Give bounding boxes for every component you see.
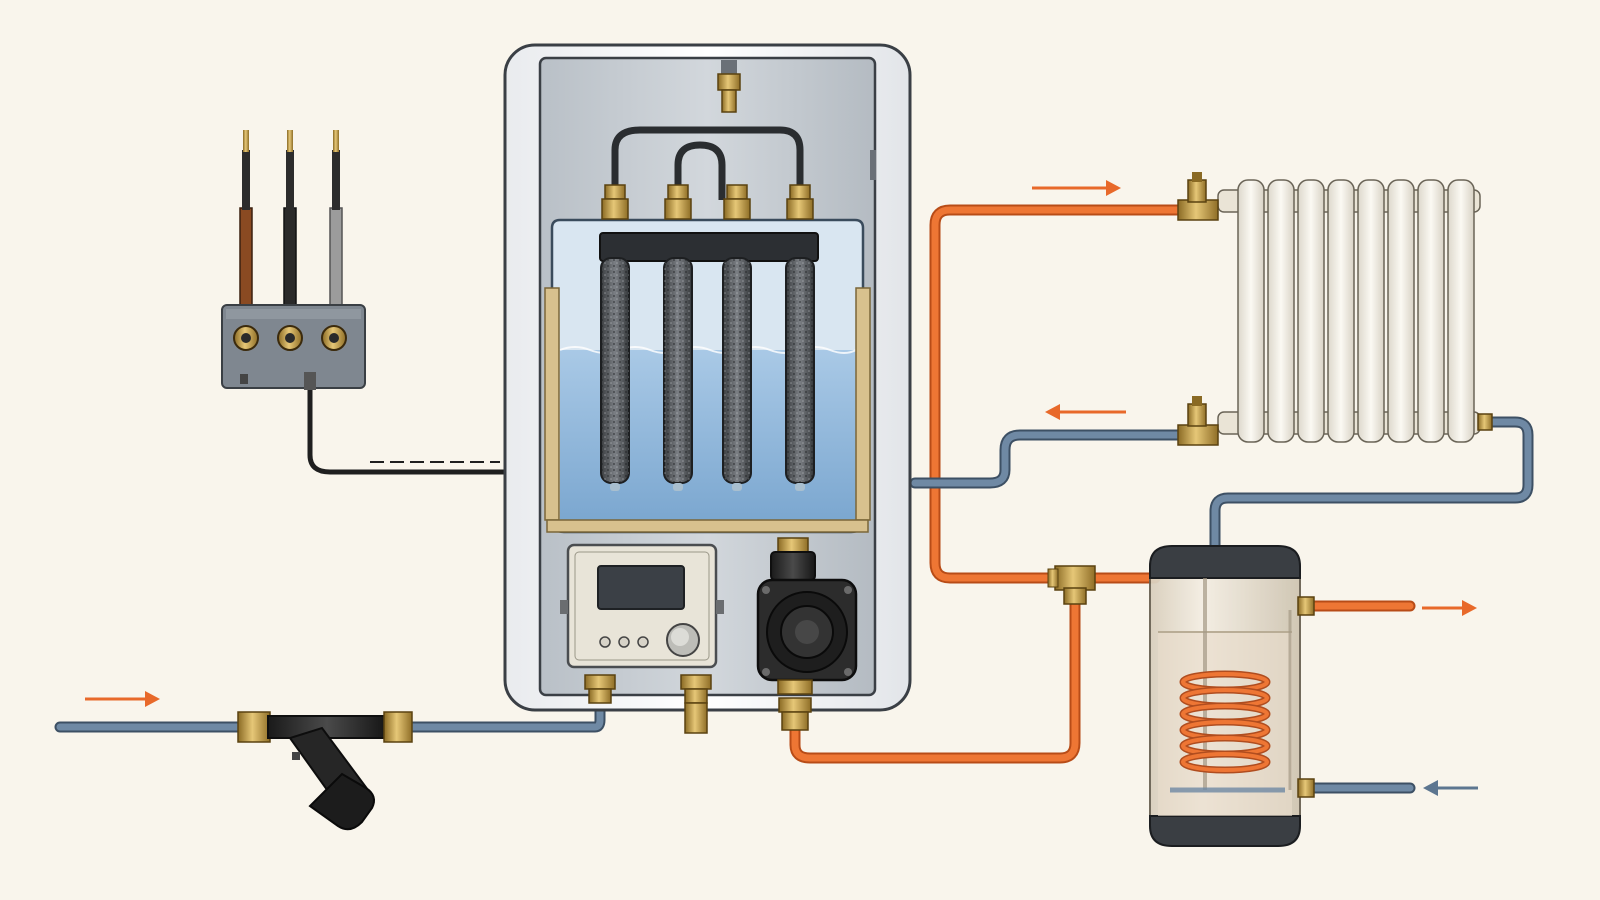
hot-supply-pipe <box>929 204 1186 584</box>
hot-water-cylinder <box>1149 545 1315 847</box>
flow-arrow-hot-outlet <box>1422 600 1477 616</box>
electrode-boiler-cabinet <box>503 43 912 734</box>
insulation-left <box>544 287 560 521</box>
electrode-heating-elements <box>600 184 815 491</box>
tee-fitting <box>1047 565 1096 605</box>
electrode-3 <box>722 184 752 491</box>
power-wire-brown <box>239 130 253 307</box>
flow-arrow-supply <box>1032 180 1121 196</box>
pipe-network <box>54 204 1534 794</box>
water-tank <box>544 218 871 534</box>
control-button-1 <box>599 636 611 648</box>
electrode-bus-cable <box>611 126 804 200</box>
radiator-return-valve <box>1177 396 1219 446</box>
boiler-bottom-fittings <box>584 674 812 734</box>
electrode-header-bar <box>599 232 819 262</box>
y-strainer-filter <box>237 711 413 831</box>
flow-arrow-inlet <box>85 691 160 707</box>
hot-pump-pipe <box>789 572 1161 764</box>
electrode-4 <box>785 184 815 491</box>
cold-inlet-pipe <box>54 694 606 733</box>
electrode-1 <box>600 184 630 491</box>
control-button-2 <box>618 636 630 648</box>
power-wire-grey <box>329 130 343 307</box>
air-vent-fitting <box>717 60 741 113</box>
power-cable <box>307 390 505 475</box>
control-display-screen <box>597 565 685 610</box>
control-panel <box>560 543 724 669</box>
radiator-fins <box>1237 179 1475 443</box>
flow-arrow-cold-inlet <box>1423 780 1478 796</box>
control-button-3 <box>637 636 649 648</box>
flow-arrow-return <box>1045 404 1126 420</box>
terminal-screw-3 <box>321 325 347 351</box>
radiator-to-cylinder-pipe <box>1209 416 1534 554</box>
cylinder-hot-fitting <box>1297 596 1315 616</box>
cylinder-cold-fitting <box>1297 778 1315 798</box>
terminal-screw-2 <box>277 325 303 351</box>
terminal-screw-1 <box>233 325 259 351</box>
heating-coil <box>1170 670 1285 793</box>
radiator <box>1177 172 1493 446</box>
cylinder-bottom-cap <box>1149 815 1301 847</box>
radiator-supply-valve <box>1177 172 1219 221</box>
electrode-2 <box>663 184 693 491</box>
power-wire-black <box>283 130 297 307</box>
power-cable-terminal-block <box>221 130 366 390</box>
cold-return-pipe <box>909 429 1196 489</box>
cylinder-top-cap <box>1149 545 1301 579</box>
flow-arrows <box>85 180 1478 796</box>
circulation-pump <box>756 537 858 695</box>
insulation-right <box>855 287 871 521</box>
